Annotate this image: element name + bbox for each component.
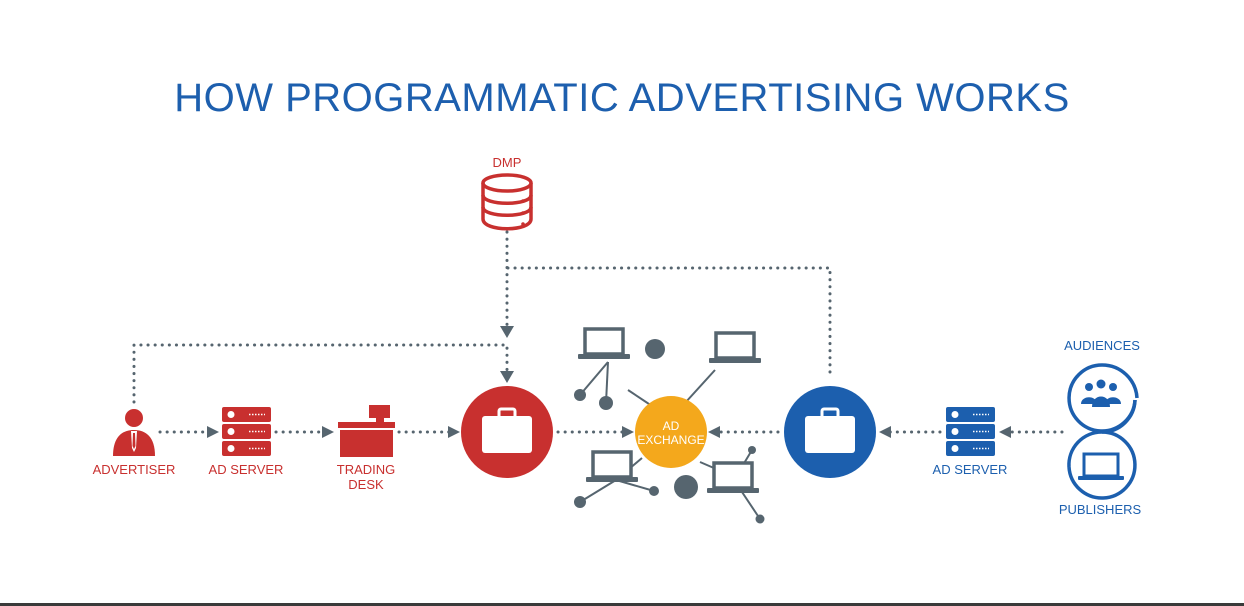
advertiser-person-icon — [113, 409, 155, 456]
arrowheads — [207, 326, 1011, 438]
connector-ssp-dmp — [505, 266, 832, 374]
trading-desk-label-line2: DESK — [348, 477, 384, 492]
dsp-node — [461, 386, 553, 478]
laptop-icons — [578, 327, 761, 493]
connector-advertiser-dsp — [132, 343, 509, 404]
ssp-node — [784, 386, 876, 478]
publisher-laptop-icon — [1078, 452, 1124, 480]
exchange-dots — [574, 339, 765, 524]
diagram-title: HOW PROGRAMMATIC ADVERTISING WORKS — [174, 76, 1070, 120]
ssp-label: SSP — [817, 431, 842, 445]
database-icon — [481, 173, 533, 231]
network-node — [649, 486, 659, 496]
laptop-icon — [709, 331, 761, 363]
arrowhead — [448, 426, 460, 438]
arrowhead — [500, 371, 514, 383]
laptop-icon — [578, 327, 630, 359]
network-node — [645, 339, 665, 359]
ad-server-red-icon — [222, 407, 271, 456]
ad-exchange-label: AD EXCHANGE — [631, 419, 711, 447]
ad-server-blue-icon — [946, 407, 995, 456]
publishers-label: PUBLISHERS — [1058, 502, 1142, 517]
arrowhead — [622, 426, 634, 438]
ad-exchange-label-line2: EXCHANGE — [637, 433, 705, 447]
ad-exchange-node — [635, 396, 707, 468]
arrowhead — [207, 426, 219, 438]
network-node — [755, 514, 765, 524]
dsp-label: DSP — [494, 431, 520, 445]
network-node — [599, 396, 613, 410]
bottom-divider — [0, 603, 1244, 606]
trading-desk-label: TRADING DESK — [326, 462, 406, 492]
trading-desk-icon — [338, 405, 395, 457]
trading-desk-label-line1: TRADING — [336, 462, 396, 477]
ad-server-left-label: AD SERVER — [208, 462, 284, 477]
arrowhead — [500, 326, 514, 338]
arrowhead — [879, 426, 891, 438]
audience-group-icon — [1081, 379, 1121, 407]
network-node — [574, 496, 586, 508]
audiences-publishers-icon — [1067, 363, 1139, 500]
audiences-label: AUDIENCES — [1064, 338, 1140, 353]
laptop-icon — [586, 450, 638, 482]
connectors — [132, 230, 1064, 434]
arrowhead — [322, 426, 334, 438]
advertiser-label: ADVERTISER — [92, 462, 176, 477]
ad-server-right-label: AD SERVER — [932, 462, 1008, 477]
arrowhead — [999, 426, 1011, 438]
ad-exchange-label-line1: AD — [662, 419, 680, 433]
laptop-icon — [707, 461, 759, 493]
network-node — [674, 475, 698, 499]
network-node — [574, 389, 586, 401]
dmp-label: DMP — [492, 155, 522, 170]
network-node — [748, 446, 756, 454]
arrowhead — [708, 426, 720, 438]
